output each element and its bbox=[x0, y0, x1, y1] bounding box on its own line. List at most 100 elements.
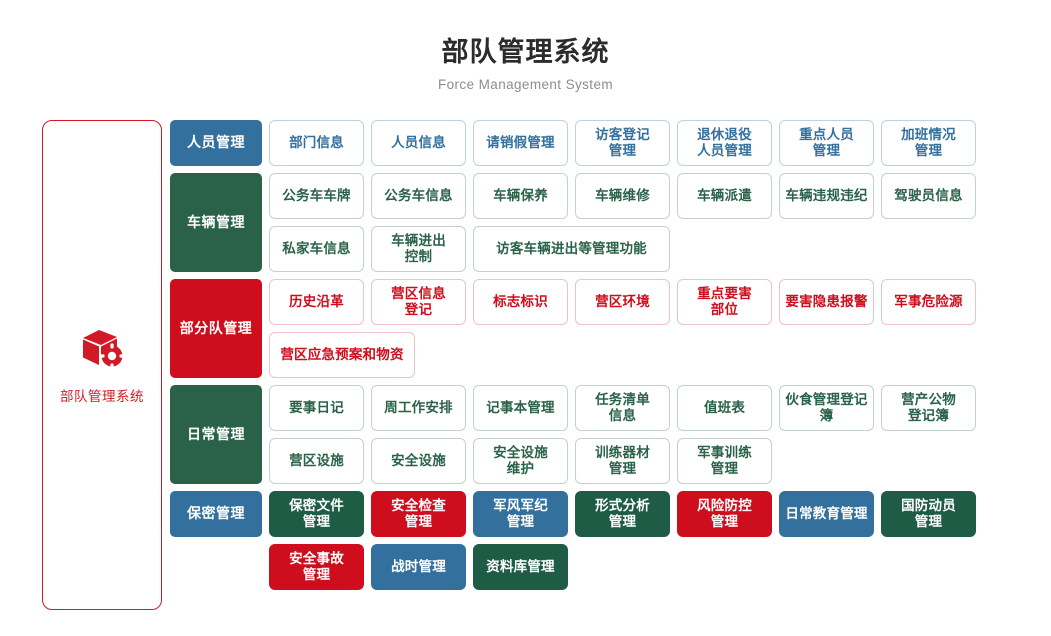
module-card[interactable]: 形式分析 管理 bbox=[575, 491, 670, 537]
section-rows-personnel: 部门信息 人员信息 请销假管理访客登记 管理 退休退役 人员管理 重点人员 管理加班情况… bbox=[269, 120, 1051, 166]
page-title: 部队管理系统 bbox=[441, 37, 610, 67]
section-daily: 日常管理 要事日记 周工作安排 记事本管理 任务清单 信息值班表伙食管理登记簿 营产公物 … bbox=[170, 385, 1051, 484]
brand-label: 部队管理系统 bbox=[60, 388, 144, 404]
page-subtitle: Force Management System bbox=[437, 77, 614, 93]
section-personnel: 人员管理 部门信息 人员信息 请销假管理访客登记 管理 退休退役 人员管理 重点人员 管理… bbox=[170, 120, 1051, 166]
module-card[interactable]: 车辆违规违纪 bbox=[779, 173, 874, 219]
module-card[interactable]: 要事日记 bbox=[269, 385, 364, 431]
module-card[interactable]: 历史沿革 bbox=[269, 279, 364, 325]
module-card-label: 退休退役 人员管理 bbox=[697, 126, 752, 158]
module-card[interactable]: 战时管理 bbox=[371, 544, 466, 590]
module-card[interactable]: 私家车信息 bbox=[269, 226, 364, 272]
module-card[interactable]: 公务车车牌 bbox=[269, 173, 364, 219]
module-card-label: 营区环境 bbox=[595, 293, 650, 309]
module-card[interactable]: 人员信息 bbox=[371, 120, 466, 166]
module-row: 保密文件 管理安全检查 管理军风军纪 管理 形式分析 管理 风险防控 管理 日常教育管… bbox=[269, 491, 1051, 537]
module-card-label: 营区信息 登记 bbox=[391, 285, 446, 317]
module-card[interactable]: 退休退役 人员管理 bbox=[677, 120, 772, 166]
section-header-secrecy[interactable]: 保密管理 bbox=[170, 491, 262, 537]
module-card[interactable]: 访客登记 管理 bbox=[575, 120, 670, 166]
module-card[interactable]: 日常教育管理 bbox=[779, 491, 874, 537]
section-header-personnel[interactable]: 人员管理 bbox=[170, 120, 262, 166]
module-card-label: 公务车车牌 bbox=[282, 187, 351, 203]
section-rows-daily: 要事日记 周工作安排 记事本管理 任务清单 信息值班表伙食管理登记簿 营产公物 登记簿营… bbox=[269, 385, 1051, 484]
module-card[interactable]: 部门信息 bbox=[269, 120, 364, 166]
module-card[interactable]: 营区信息 登记 bbox=[371, 279, 466, 325]
section-header-daily[interactable]: 日常管理 bbox=[170, 385, 262, 484]
module-card[interactable]: 军风军纪 管理 bbox=[473, 491, 568, 537]
module-card[interactable]: 保密文件 管理 bbox=[269, 491, 364, 537]
module-card-label: 记事本管理 bbox=[486, 399, 555, 415]
section-rows-trailing: 安全事故 管理 战时管理 资料库管理 bbox=[269, 544, 1051, 590]
module-card-label: 伙食管理登记簿 bbox=[785, 391, 868, 423]
module-card[interactable]: 标志标识 bbox=[473, 279, 568, 325]
module-card-label: 战时管理 bbox=[391, 558, 446, 574]
module-card[interactable]: 要害隐患报警 bbox=[779, 279, 874, 325]
module-card[interactable]: 安全检查 管理 bbox=[371, 491, 466, 537]
module-card[interactable]: 营区设施 bbox=[269, 438, 364, 484]
module-card[interactable]: 国防动员 管理 bbox=[881, 491, 976, 537]
module-card-label: 保密文件 管理 bbox=[289, 497, 344, 529]
brand-panel: 部队管理系统 bbox=[42, 120, 162, 610]
module-card[interactable]: 重点要害 部位 bbox=[677, 279, 772, 325]
module-card-label: 部门信息 bbox=[289, 134, 344, 150]
module-card-label: 军事训练 管理 bbox=[697, 444, 752, 476]
module-card-label: 重点人员 管理 bbox=[799, 126, 854, 158]
module-card[interactable]: 营区环境 bbox=[575, 279, 670, 325]
module-card-label: 标志标识 bbox=[493, 293, 548, 309]
module-card[interactable]: 安全事故 管理 bbox=[269, 544, 364, 590]
module-card-label: 军事危险源 bbox=[894, 293, 963, 309]
module-card[interactable]: 风险防控 管理 bbox=[677, 491, 772, 537]
module-card-label: 历史沿革 bbox=[289, 293, 344, 309]
module-card[interactable]: 公务车信息 bbox=[371, 173, 466, 219]
module-card[interactable]: 请销假管理 bbox=[473, 120, 568, 166]
module-card-label: 风险防控 管理 bbox=[697, 497, 752, 529]
module-card[interactable]: 车辆进出 控制 bbox=[371, 226, 466, 272]
module-card-label: 要事日记 bbox=[289, 399, 344, 415]
module-card-label: 车辆违规违纪 bbox=[785, 187, 868, 203]
section-secrecy: 保密管理保密文件 管理安全检查 管理军风军纪 管理 形式分析 管理 风险防控 管理 日… bbox=[170, 491, 1051, 537]
module-card-label: 访客登记 管理 bbox=[595, 126, 650, 158]
module-card[interactable]: 加班情况 管理 bbox=[881, 120, 976, 166]
module-card[interactable]: 资料库管理 bbox=[473, 544, 568, 590]
box-gear-icon bbox=[79, 326, 125, 375]
section-header-vehicle[interactable]: 车辆管理 bbox=[170, 173, 262, 272]
module-card[interactable]: 营区应急预案和物资 bbox=[269, 332, 415, 378]
module-card-label: 安全事故 管理 bbox=[289, 550, 344, 582]
module-row: 私家车信息 车辆进出 控制 访客车辆进出等管理功能 bbox=[269, 226, 1051, 272]
module-card-label: 安全设施 维护 bbox=[493, 444, 548, 476]
module-card[interactable]: 值班表 bbox=[677, 385, 772, 431]
module-card-label: 营产公物 登记簿 bbox=[901, 391, 956, 423]
module-row: 营区设施安全设施安全设施 维护训练器材 管理军事训练 管理 bbox=[269, 438, 1051, 484]
module-card[interactable]: 安全设施 bbox=[371, 438, 466, 484]
module-card[interactable]: 营产公物 登记簿 bbox=[881, 385, 976, 431]
module-row: 营区应急预案和物资 bbox=[269, 332, 1051, 378]
section-rows-unit: 历史沿革 营区信息 登记 标志标识 营区环境 重点要害 部位要害隐患报警 军事危险源营区应… bbox=[269, 279, 1051, 378]
module-card[interactable]: 周工作安排 bbox=[371, 385, 466, 431]
module-card-label: 私家车信息 bbox=[282, 240, 351, 256]
module-card[interactable]: 军事训练 管理 bbox=[677, 438, 772, 484]
module-card-label: 日常教育管理 bbox=[785, 505, 868, 521]
module-card[interactable]: 记事本管理 bbox=[473, 385, 568, 431]
module-board: 部队管理系统 人员管理 部门信息 人员信息 请销假管理访客登记 管理 退休退役 人员管理… bbox=[0, 120, 1051, 610]
module-row: 部门信息 人员信息 请销假管理访客登记 管理 退休退役 人员管理 重点人员 管理加班情况… bbox=[269, 120, 1051, 166]
module-card[interactable]: 访客车辆进出等管理功能 bbox=[473, 226, 670, 272]
module-card-label: 资料库管理 bbox=[486, 558, 555, 574]
module-card[interactable]: 驾驶员信息 bbox=[881, 173, 976, 219]
module-card-label: 军风军纪 管理 bbox=[493, 497, 548, 529]
module-card[interactable]: 车辆保养 bbox=[473, 173, 568, 219]
module-card-label: 访客车辆进出等管理功能 bbox=[496, 240, 647, 256]
module-card[interactable]: 车辆派遣 bbox=[677, 173, 772, 219]
module-card[interactable]: 任务清单 信息 bbox=[575, 385, 670, 431]
module-card-label: 车辆保养 bbox=[493, 187, 548, 203]
module-card[interactable]: 训练器材 管理 bbox=[575, 438, 670, 484]
module-card-label: 形式分析 管理 bbox=[595, 497, 650, 529]
module-card[interactable]: 伙食管理登记簿 bbox=[779, 385, 874, 431]
module-card[interactable]: 车辆维修 bbox=[575, 173, 670, 219]
module-card[interactable]: 重点人员 管理 bbox=[779, 120, 874, 166]
module-card[interactable]: 军事危险源 bbox=[881, 279, 976, 325]
module-card[interactable]: 安全设施 维护 bbox=[473, 438, 568, 484]
module-card-label: 任务清单 信息 bbox=[595, 391, 650, 423]
section-header-unit[interactable]: 部分队管理 bbox=[170, 279, 262, 378]
module-card-label: 人员信息 bbox=[391, 134, 446, 150]
